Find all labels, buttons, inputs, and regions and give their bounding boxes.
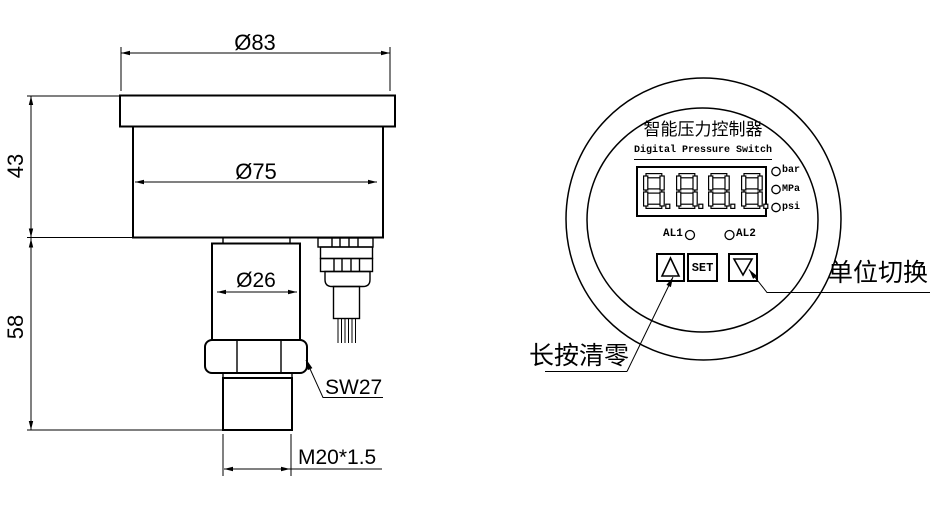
- up-arrow-icon: [660, 256, 681, 277]
- alarm-label-al1: AL1: [663, 228, 683, 240]
- up-button[interactable]: [656, 253, 685, 282]
- panel-title-cn: 智能压力控制器: [643, 120, 763, 139]
- dim-diameter-cap: Ø83: [234, 30, 276, 55]
- dim-diameter-body: Ø75: [235, 159, 277, 184]
- label-wrench-size: SW27: [325, 376, 383, 399]
- dim-diameter-port: Ø26: [236, 269, 276, 292]
- cable-wires: [337, 318, 356, 343]
- annotation-unit-switch: 单位切换: [827, 259, 928, 287]
- unit-label-mpa: MPa: [782, 183, 801, 195]
- seven-segment-digit: [740, 173, 768, 210]
- alarm-led-al2: [724, 229, 735, 241]
- annotation-long-press-zero: 长按清零: [528, 342, 629, 370]
- dim-height-body: 43: [3, 153, 28, 179]
- down-arrow-icon: [732, 258, 754, 277]
- cable-gland: [317, 237, 374, 320]
- unit-label-bar: bar: [782, 165, 801, 176]
- lcd-display: [636, 166, 768, 217]
- seven-segment-digit: [708, 173, 736, 210]
- unit-led-bar: [771, 166, 781, 177]
- alarm-led-al1: [684, 229, 696, 241]
- panel-subtitle-en: Digital Pressure Switch: [634, 145, 772, 160]
- unit-led-mpa: [771, 184, 781, 195]
- dimension-arrowheads: [28, 50, 758, 472]
- unit-label-psi: psi: [782, 202, 801, 213]
- dimension-lines: [27, 47, 391, 476]
- unit-led-psi: [771, 202, 781, 213]
- label-thread: M20*1.5: [298, 446, 377, 469]
- down-button[interactable]: [728, 253, 758, 282]
- set-button[interactable]: SET: [687, 253, 718, 282]
- seven-segment-digit: [643, 173, 671, 210]
- dim-height-lower: 58: [3, 314, 28, 340]
- alarm-label-al2: AL2: [736, 228, 756, 240]
- seven-segment-digit: [675, 173, 703, 210]
